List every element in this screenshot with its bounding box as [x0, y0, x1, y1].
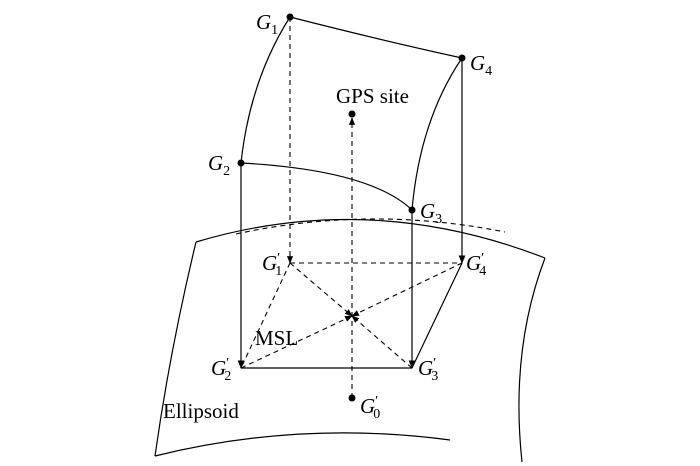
- point-g2: [237, 159, 245, 167]
- ellipsoid-surface-left: [154, 241, 197, 457]
- point-g3: [408, 206, 416, 214]
- label-ellipsoid: Ellipsoid: [163, 399, 239, 423]
- edge-g2-g3: [240, 162, 413, 211]
- label-gps-site: GPS site: [336, 84, 409, 108]
- label-g3-prime: G′3: [418, 356, 438, 384]
- edge-g1-g4: [289, 16, 463, 59]
- point-g1: [286, 13, 294, 21]
- edge-g1-g2: [240, 16, 291, 164]
- edge-g4p-g3p: [411, 262, 463, 369]
- label-g3: G3: [420, 199, 442, 227]
- label-g4-prime: G′4: [466, 251, 486, 279]
- label-g2-prime: G′2: [211, 356, 231, 384]
- label-g1: G1: [256, 10, 278, 38]
- ellipsoid-surface-top: [195, 218, 546, 259]
- label-g0-prime: G′0: [360, 394, 380, 422]
- point-g4: [458, 54, 466, 62]
- edge-g1p-g2p: [240, 262, 291, 369]
- msl-curve: [235, 218, 506, 235]
- label-msl: MSL: [255, 326, 298, 350]
- point-g0p: [348, 394, 356, 402]
- ellipsoid-surface-right: [518, 257, 546, 463]
- ellipsoid-surface-bottom: [154, 432, 451, 457]
- edge-g4-g3: [411, 57, 463, 211]
- point-gps-site: [348, 110, 356, 118]
- diag-g1p: [289, 262, 353, 317]
- label-g1-prime: G′1: [262, 251, 282, 279]
- diag-g3p: [351, 315, 413, 369]
- diag-g2p: [240, 315, 353, 369]
- label-g4: G4: [470, 51, 492, 79]
- diag-g4p: [351, 262, 463, 317]
- label-g2: G2: [208, 151, 230, 179]
